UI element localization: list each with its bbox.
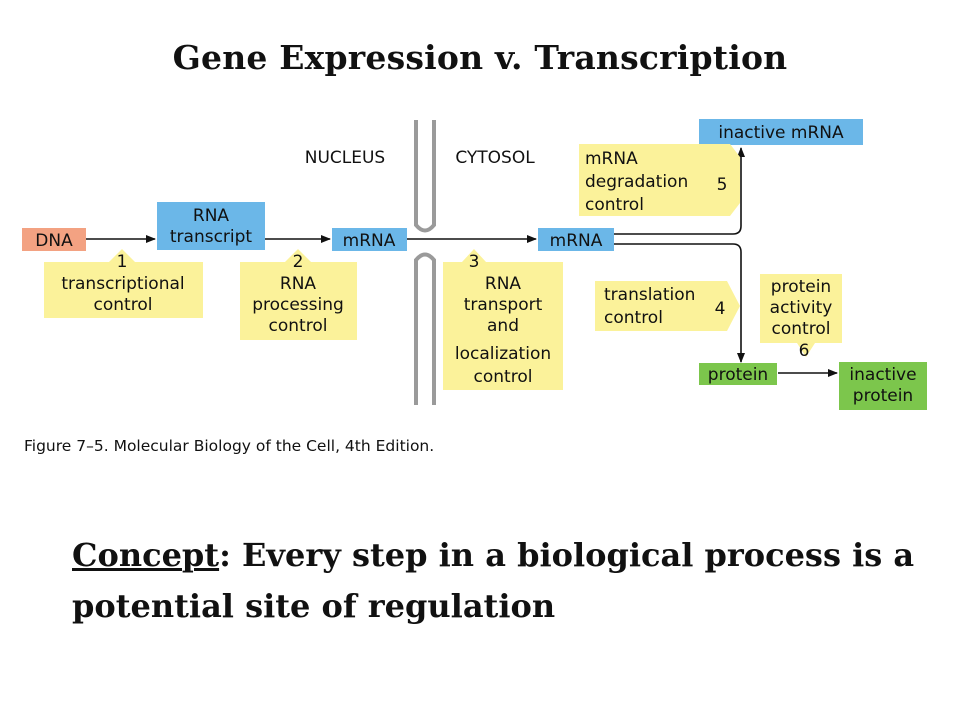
concept-separator: : — [219, 536, 243, 574]
figure-caption: Figure 7–5. Molecular Biology of the Cel… — [24, 437, 434, 455]
slide-title: Gene Expression v. Transcription — [172, 38, 788, 77]
nuclear-mrna-box: mRNA — [332, 228, 407, 251]
pathway-arrows — [86, 147, 838, 377]
rna-transcript-line-2: transcript — [170, 227, 253, 247]
rna-transcript-box: RNA transcript — [157, 202, 265, 250]
control-4-line-1: translation — [604, 285, 695, 305]
inactive-protein-line-2: protein — [853, 386, 913, 406]
inactive-protein-box: inactive protein — [839, 362, 927, 410]
control-3-line-4: localization — [455, 344, 551, 364]
protein-box: protein — [699, 363, 777, 385]
nuclear-envelope — [414, 120, 436, 405]
control-6-number: 6 — [799, 341, 810, 361]
control-1-number: 1 — [117, 252, 128, 272]
control-5-line-1: mRNA — [585, 149, 638, 169]
control-4-number: 4 — [715, 299, 726, 319]
control-1-line-1: transcriptional — [61, 274, 184, 294]
rna-transcript-line-1: RNA — [193, 206, 230, 226]
inactive-protein-line-1: inactive — [849, 365, 916, 385]
control-3-number: 3 — [469, 252, 480, 272]
nuclear-mrna-label: mRNA — [343, 231, 396, 251]
cytosol-label: CYTOSOL — [455, 148, 535, 168]
control-1-line-2: control — [94, 295, 153, 315]
control-3-line-5: control — [474, 367, 533, 387]
gene-expression-diagram: NUCLEUS CYTOSOL DNA RNA transcript mRNA — [0, 105, 960, 465]
arrow-mrna-to-inactive-mrna — [614, 147, 745, 235]
control-2-line-2: processing — [252, 295, 344, 315]
control-4-translation: translation control 4 — [595, 281, 740, 331]
control-3-line-3: and — [487, 316, 519, 336]
control-2-line-1: RNA — [280, 274, 317, 294]
control-3-rna-transport: 3 RNA transport and localization control — [443, 249, 563, 390]
concept-statement: Concept: Every step in a biological proc… — [72, 530, 932, 632]
cytosol-mrna-label: mRNA — [550, 231, 603, 251]
control-4-line-2: control — [604, 308, 663, 328]
control-2-line-3: control — [269, 316, 328, 336]
concept-text: Every step in a biological process is a … — [72, 536, 915, 625]
control-6-protein-activity: protein activity control 6 — [760, 274, 842, 361]
control-6-line-3: control — [772, 319, 831, 339]
control-2-rna-processing: 2 RNA processing control — [240, 249, 357, 340]
control-5-line-3: control — [585, 195, 644, 215]
dna-label: DNA — [35, 231, 73, 251]
control-6-line-1: protein — [771, 277, 831, 297]
control-5-line-2: degradation — [585, 172, 688, 192]
control-1-transcriptional: 1 transcriptional control — [44, 249, 203, 318]
control-2-number: 2 — [293, 252, 304, 272]
dna-box: DNA — [22, 228, 86, 251]
control-6-line-2: activity — [770, 298, 833, 318]
control-5-mrna-degradation: mRNA degradation control 5 — [579, 144, 740, 216]
nucleus-label: NUCLEUS — [305, 148, 385, 168]
cytosol-mrna-box: mRNA — [538, 228, 614, 251]
protein-label: protein — [708, 365, 768, 385]
inactive-mrna-box: inactive mRNA — [699, 119, 863, 145]
control-3-line-2: transport — [464, 295, 543, 315]
inactive-mrna-label: inactive mRNA — [718, 123, 844, 143]
control-3-line-1: RNA — [485, 274, 522, 294]
concept-term: Concept — [72, 536, 220, 574]
control-5-number: 5 — [717, 175, 728, 195]
arrow-mrna-to-protein — [614, 243, 745, 363]
